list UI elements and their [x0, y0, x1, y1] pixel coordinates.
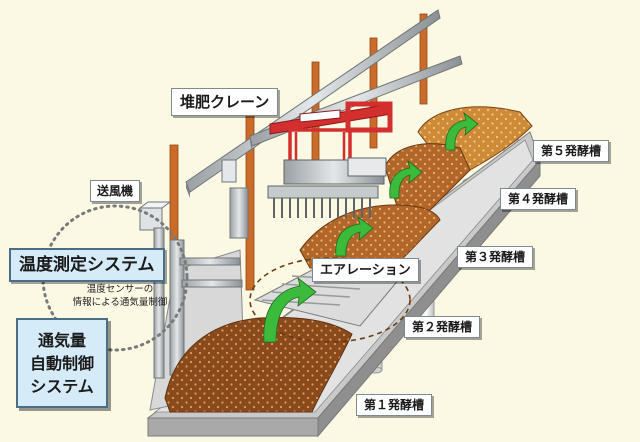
aeration-arrow-3: [335, 215, 374, 257]
ventilation-line3: システム: [30, 376, 94, 396]
crane-label: 堆肥クレーン: [171, 88, 279, 116]
temperature-desc-line2: 情報による通気量制御: [72, 297, 168, 308]
aeration-arrows: [263, 111, 479, 343]
aeration-dashed-outline: [249, 257, 411, 343]
compost-piles: [164, 106, 533, 413]
temperature-desc-line1: 温度センサーの: [86, 284, 154, 295]
ventilation-line1: 通気量: [37, 330, 86, 350]
ventilation-control-system-label: 通気量 自動制御 システム: [16, 318, 108, 408]
tank-4-label: 第４発酵槽: [500, 188, 577, 210]
aeration-label: エアレーション: [312, 258, 419, 282]
temperature-description: 温度センサーの 情報による通気量制御: [60, 283, 180, 309]
tank-1-label: 第１発酵槽: [356, 394, 433, 416]
compost-crane: [267, 101, 393, 218]
aeration-arrow-4: [389, 159, 423, 199]
ventilation-line2: 自動制御: [29, 353, 94, 373]
aeration-arrow-1: [263, 276, 317, 343]
blower-label: 送風機: [90, 180, 141, 202]
tank-2-label: 第２発酵槽: [404, 316, 481, 338]
tank-3-label: 第３発酵槽: [457, 246, 534, 268]
tank-5-label: 第５発酵槽: [533, 140, 610, 162]
control-loop-circle: [41, 204, 189, 352]
aeration-arrow-5: [445, 111, 479, 151]
temperature-system-label: 温度測定システム: [9, 248, 165, 282]
